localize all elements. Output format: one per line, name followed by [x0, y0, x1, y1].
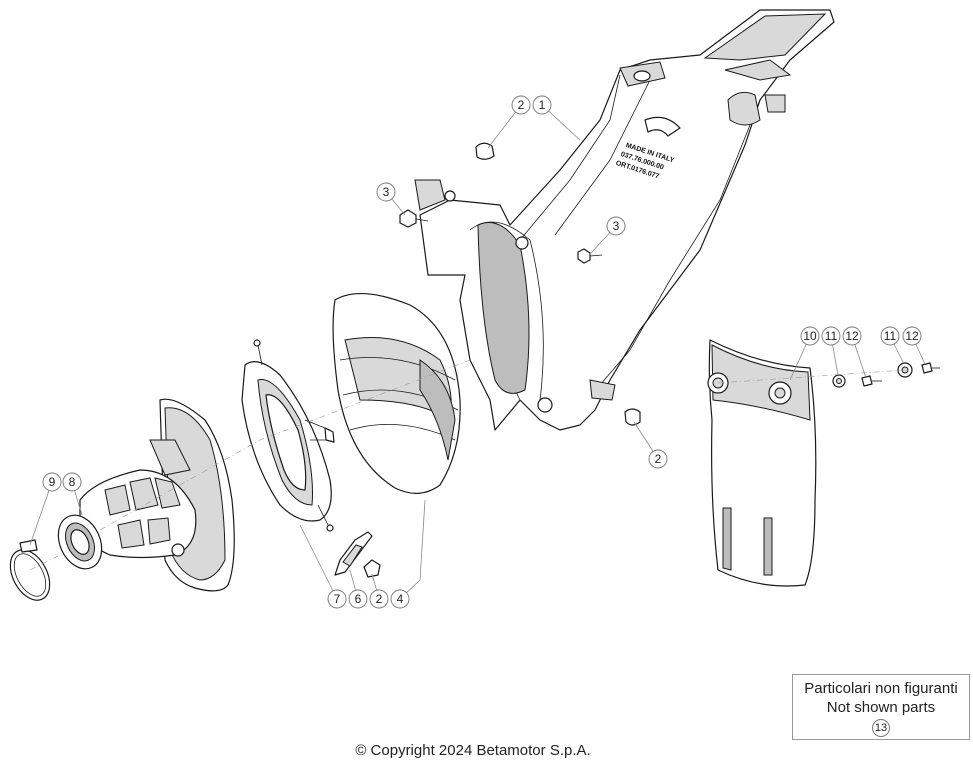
filter-cage: [241, 339, 335, 532]
svg-text:2: 2: [518, 98, 525, 112]
callout-11-right: 11: [880, 326, 900, 346]
svg-text:12: 12: [905, 329, 919, 343]
callout-7: 7: [327, 589, 347, 609]
callout-3-left: 3: [376, 182, 396, 202]
svg-text:3: 3: [613, 219, 620, 233]
grommet-2-right: [624, 408, 641, 426]
callout-2-lower: 2: [369, 589, 389, 609]
callout-1: 1: [532, 95, 552, 115]
svg-text:6: 6: [355, 592, 362, 606]
callout-12-left: 12: [842, 326, 862, 346]
svg-text:9: 9: [49, 475, 56, 489]
callout-2-right: 2: [648, 449, 668, 469]
callout-10: 10: [800, 326, 820, 346]
legend-italian-label: Particolari non figuranti: [804, 680, 958, 697]
svg-text:4: 4: [397, 592, 404, 606]
grommet-2-upper: [475, 142, 495, 160]
svg-text:2: 2: [376, 592, 383, 606]
callout-9: 9: [42, 472, 62, 492]
screw-3-left: [399, 209, 417, 228]
screw-12-right: [921, 362, 933, 374]
hose-clamp: [9, 539, 51, 601]
screw-3-right: [577, 248, 591, 264]
intake-boot: [57, 398, 235, 592]
legend-english-label: Not shown parts: [826, 699, 936, 716]
callout-12-right: 12: [902, 326, 922, 346]
side-cover: [707, 339, 940, 587]
not-shown-parts-legend: Particolari non figuranti Not shown part…: [792, 674, 970, 740]
callout-2-upper: 2: [511, 95, 531, 115]
svg-text:12: 12: [845, 329, 859, 343]
svg-text:11: 11: [884, 329, 897, 343]
callout-6: 6: [348, 589, 368, 609]
air-filter: [332, 292, 461, 494]
svg-text:2: 2: [655, 452, 662, 466]
copyright-footer: © Copyright 2024 Betamotor S.p.A.: [355, 742, 591, 759]
svg-text:11: 11: [825, 329, 838, 343]
callout-3-right: 3: [606, 216, 626, 236]
callout-11-left: 11: [821, 326, 841, 346]
svg-text:3: 3: [383, 185, 390, 199]
screw-12-left: [861, 375, 873, 387]
svg-text:10: 10: [803, 329, 817, 343]
callout-8: 8: [62, 472, 82, 492]
svg-text:7: 7: [334, 592, 341, 606]
grommet-2-lower: [363, 559, 381, 578]
assembly-axes: [29, 359, 906, 571]
callout-4: 4: [390, 589, 410, 609]
airbox-housing: MADE IN ITALY 037.76.000.00 ORT.0176.077: [414, 9, 835, 431]
legend-callout-13: 13: [872, 719, 890, 737]
svg-text:8: 8: [69, 475, 76, 489]
svg-text:1: 1: [539, 98, 546, 112]
